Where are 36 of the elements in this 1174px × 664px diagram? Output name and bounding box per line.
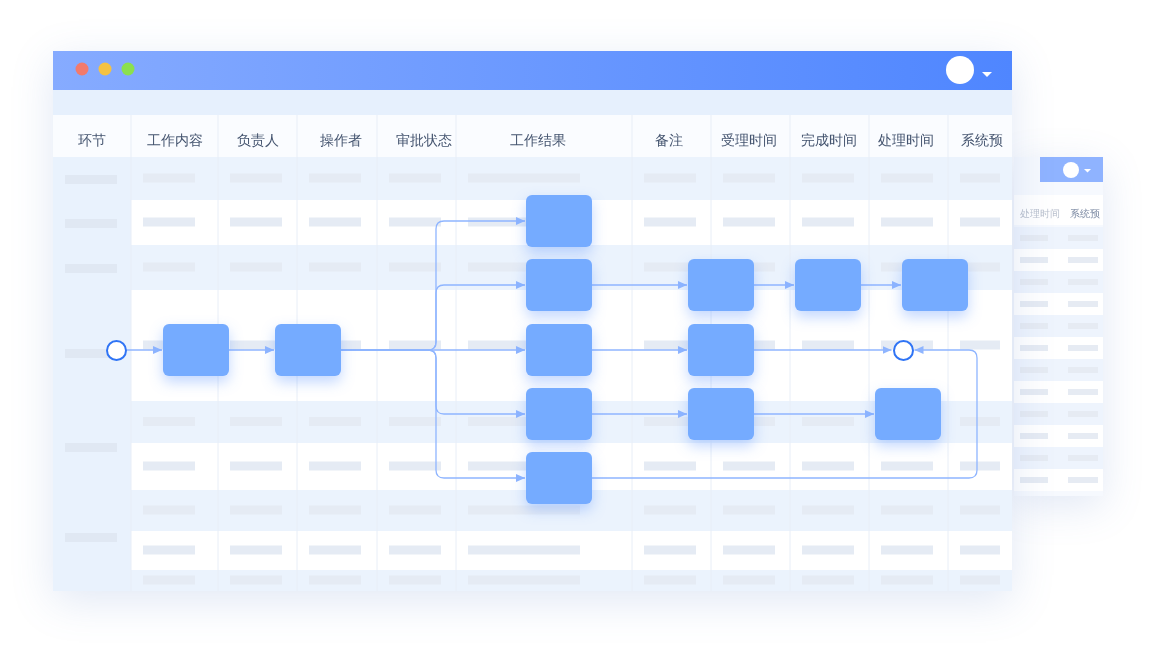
column-header: 工作内容 (147, 131, 203, 149)
process-box (875, 388, 941, 440)
column-header: 工作结果 (510, 131, 566, 149)
column-header: 备注 (655, 131, 683, 149)
process-box (688, 388, 754, 440)
column-header: 完成时间 (801, 131, 857, 149)
process-box (526, 259, 592, 311)
process-box (902, 259, 968, 311)
process-box (688, 324, 754, 376)
column-header: 系统预 (1070, 208, 1100, 220)
arrow (591, 346, 978, 479)
column-header: 处理时间 (1020, 208, 1060, 220)
column-header: 环节 (78, 131, 106, 149)
column-header: 负责人 (237, 131, 279, 149)
column-header: 系统预 (961, 131, 1003, 149)
arrow (228, 346, 275, 354)
arrow (125, 346, 163, 354)
column-header: 审批状态 (396, 131, 452, 149)
process-box (275, 324, 341, 376)
arrow (591, 281, 688, 289)
arrow (753, 410, 875, 418)
process-box (526, 324, 592, 376)
process-box (526, 388, 592, 440)
process-box (526, 195, 592, 247)
arrow (591, 410, 688, 418)
process-box (688, 259, 754, 311)
column-header: 处理时间 (878, 131, 934, 149)
process-box (526, 452, 592, 504)
arrow (591, 346, 688, 354)
arrow (860, 281, 902, 289)
column-header: 受理时间 (721, 131, 777, 149)
arrow (753, 281, 795, 289)
process-box (163, 324, 229, 376)
arrow (753, 346, 893, 354)
process-box (795, 259, 861, 311)
column-header: 操作者 (320, 131, 362, 149)
